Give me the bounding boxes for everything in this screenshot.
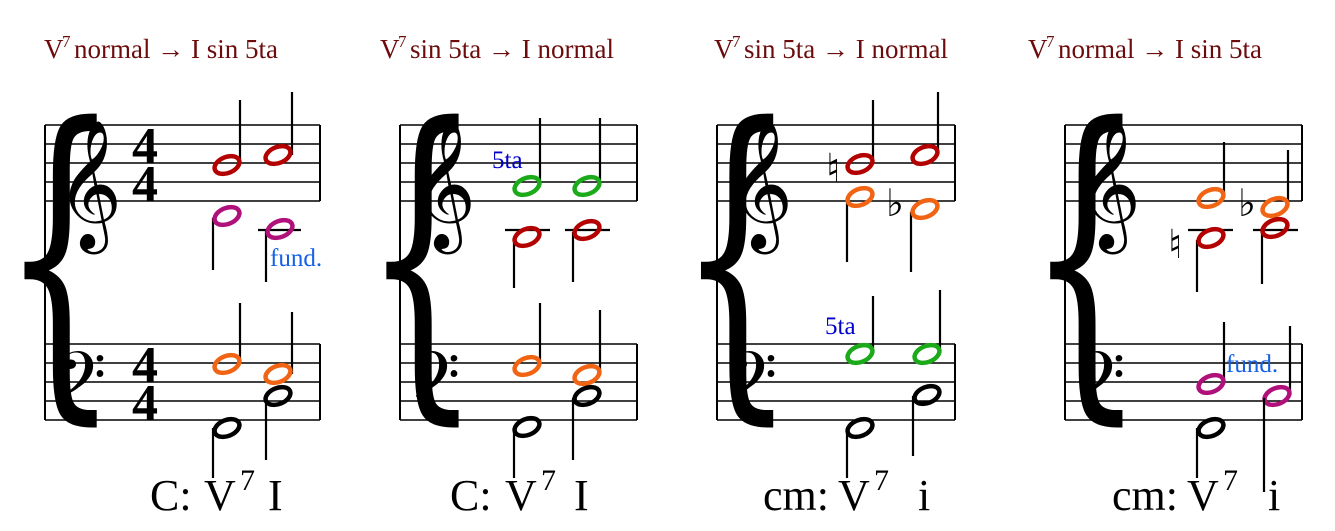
roman-key: cm: (1112, 471, 1178, 520)
time-sig-bottom-treble: 4 (132, 156, 158, 213)
note-red (263, 143, 293, 167)
brace-glyph: { (678, 56, 797, 453)
roman-chord1: V (204, 471, 236, 520)
example-3-title: V 7 sin 5ta → I normal (714, 32, 948, 64)
flat-icon: ♭ (1238, 181, 1256, 225)
example-1-title: V 7 normal → I sin 5ta (44, 32, 278, 64)
bass-clef-icon: 𝄢 (56, 339, 106, 429)
note-green (572, 174, 602, 198)
note-black (572, 384, 602, 408)
note-purple (1196, 372, 1226, 396)
note-purple (265, 217, 295, 241)
note-purple (1262, 384, 1292, 408)
title-4-sup: 7 (1046, 32, 1055, 51)
note-orange (512, 354, 542, 378)
note-black (912, 383, 942, 407)
note-red (845, 152, 875, 176)
roman-chord1: V (1187, 471, 1219, 520)
time-sig-top-bass: 4 (132, 337, 158, 394)
note-orange (572, 363, 602, 387)
flat-icon: ♭ (886, 181, 904, 225)
title-1-sup: 7 (62, 32, 71, 51)
treble-clef-icon: 𝄞 (410, 119, 476, 255)
roman-chord1: V (838, 471, 870, 520)
treble-staff (717, 124, 955, 202)
title-3-sup: 7 (732, 32, 741, 51)
brace-glyph: { (1, 56, 120, 453)
roman-chord1-sup: 7 (1223, 464, 1238, 497)
title-4-text: normal → I sin 5ta (1058, 34, 1262, 64)
note-red (1196, 226, 1226, 250)
title-2-text: sin 5ta → I normal (410, 34, 614, 64)
system-4: { 𝄞 𝄢 ♮ ♭ (1027, 56, 1303, 520)
roman-chord1-sup: 7 (874, 464, 889, 497)
roman-chord2: I (268, 471, 283, 520)
roman-chord2: I (574, 471, 589, 520)
system-2: { 𝄞 𝄢 5ta (363, 56, 638, 520)
title-1-v: V (44, 34, 64, 64)
title-2-v: V (380, 34, 400, 64)
note-green (512, 174, 542, 198)
title-3-text: sin 5ta → I normal (744, 34, 948, 64)
note-red (1260, 216, 1290, 240)
annotation-fund: fund. (270, 245, 322, 272)
note-black (512, 415, 542, 439)
annotation-fund: fund. (1226, 351, 1278, 378)
roman-chord1-sup: 7 (541, 464, 556, 497)
note-red (212, 153, 242, 177)
brace-glyph: { (363, 56, 482, 453)
bass-clef-icon: 𝄢 (1075, 339, 1125, 429)
note-red (572, 218, 602, 242)
treble-clef-icon: 𝄞 (1075, 119, 1141, 255)
roman-key: cm: (763, 471, 829, 520)
roman-chord1-sup: 7 (240, 464, 255, 497)
note-green (912, 342, 942, 366)
system-1: { 𝄞 𝄢 4 4 4 4 (1, 56, 322, 520)
roman-chord2: i (918, 471, 930, 520)
example-2-title: V 7 sin 5ta → I normal (380, 32, 614, 64)
natural-icon: ♮ (826, 146, 840, 192)
note-red (910, 143, 940, 167)
note-purple (212, 204, 242, 228)
treble-staff (1065, 124, 1302, 202)
note-red (512, 225, 542, 249)
treble-clef-icon: 𝄞 (727, 119, 793, 255)
roman-key: C: (450, 471, 492, 520)
note-green (845, 342, 875, 366)
note-black (1196, 416, 1226, 440)
bass-staff (1065, 343, 1302, 421)
title-1-text: normal → I sin 5ta (74, 34, 278, 64)
natural-icon: ♮ (1168, 222, 1182, 268)
bass-clef-icon: 𝄢 (727, 339, 777, 429)
note-orange (263, 362, 293, 386)
note-black (845, 416, 875, 440)
note-black (212, 416, 242, 440)
roman-chord2: i (1268, 471, 1280, 520)
time-sig-bottom-bass: 4 (132, 375, 158, 432)
note-orange (910, 197, 940, 221)
treble-staff (45, 124, 320, 202)
example-4-title: V 7 normal → I sin 5ta (1028, 32, 1262, 64)
note-orange (1260, 195, 1290, 219)
annotation-5ta: 5ta (825, 313, 856, 340)
brace-glyph: { (1027, 56, 1146, 453)
title-4-v: V (1028, 34, 1048, 64)
note-orange (212, 352, 242, 376)
annotation-5ta: 5ta (492, 147, 523, 174)
roman-key: C: (150, 471, 192, 520)
title-3-v: V (714, 34, 734, 64)
note-black (263, 384, 293, 408)
note-orange (845, 185, 875, 209)
roman-chord1: V (505, 471, 537, 520)
treble-clef-icon: 𝄞 (56, 119, 122, 255)
time-sig-top-treble: 4 (132, 118, 158, 175)
note-orange (1196, 186, 1226, 210)
title-2-sup: 7 (398, 32, 407, 51)
system-3: { 𝄞 𝄢 ♮ ♭ (678, 56, 956, 520)
bass-clef-icon: 𝄢 (410, 339, 460, 429)
